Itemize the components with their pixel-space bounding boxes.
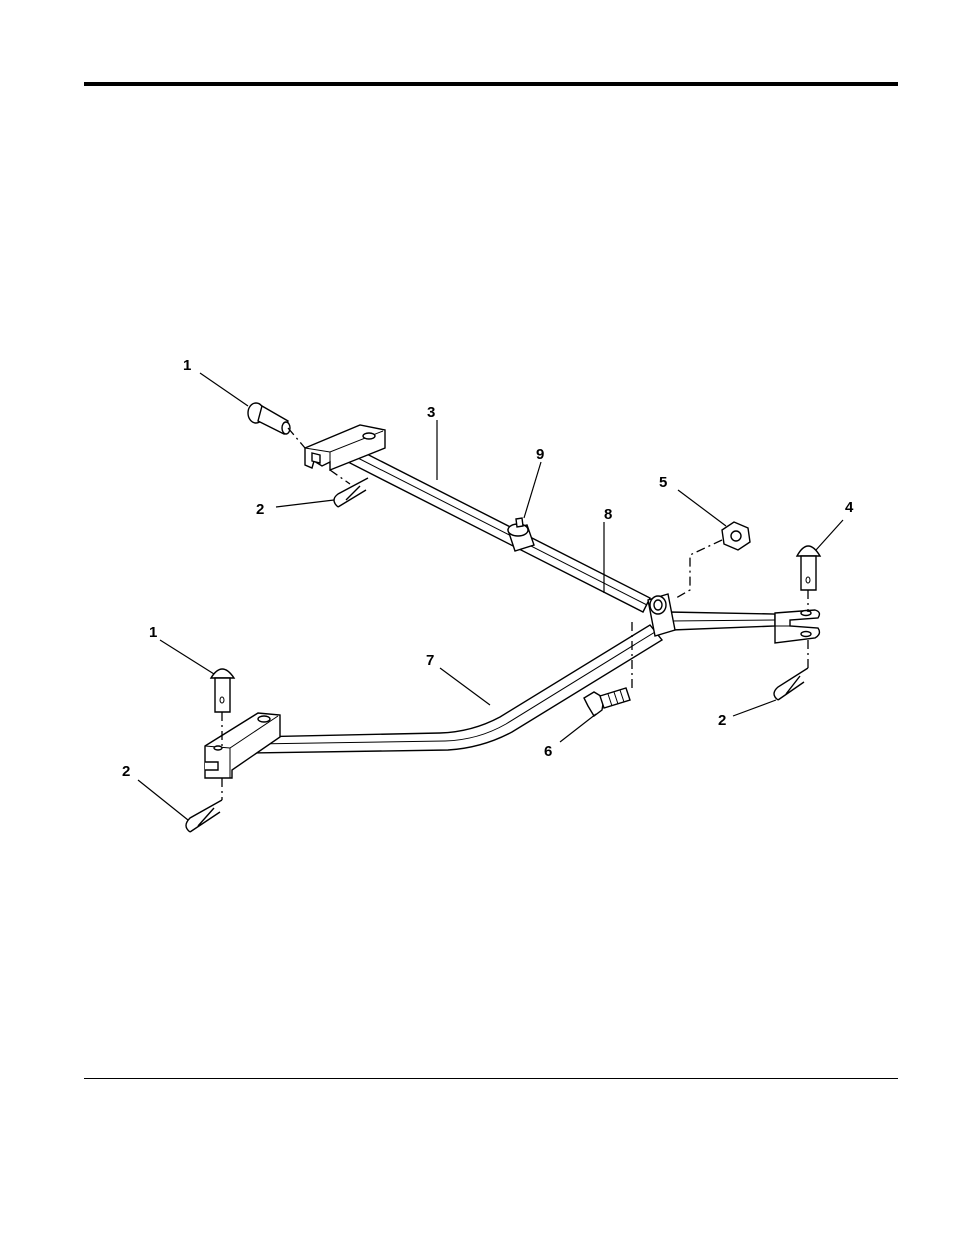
right-clevis [775, 610, 819, 643]
part-5-hex-nut [722, 522, 750, 550]
part-2-cotter-pin-right [774, 668, 808, 700]
callout-3: 3 [427, 404, 435, 421]
callout-1-upper: 1 [183, 357, 191, 374]
callout-7: 7 [426, 652, 434, 669]
callout-4: 4 [845, 499, 854, 516]
callout-8: 8 [604, 506, 612, 523]
part-7-main-bar [250, 612, 775, 753]
callout-2-upper: 2 [256, 501, 264, 518]
callout-2-right: 2 [718, 712, 726, 729]
callout-5: 5 [659, 474, 667, 491]
part-6-hex-bolt [584, 688, 630, 716]
callout-1-lower: 1 [149, 624, 157, 641]
part-4-pin [797, 546, 820, 590]
part-1-upper-pin [248, 403, 290, 434]
callout-9: 9 [536, 446, 544, 463]
part-1-lower-pin [211, 669, 234, 712]
callout-6: 6 [544, 743, 552, 760]
callout-2-lower: 2 [122, 763, 130, 780]
left-clevis-bracket [205, 713, 280, 778]
part-2-cotter-pin-lower-left [186, 800, 222, 832]
upper-rod-3-8 [348, 448, 650, 612]
part-2-cotter-pin-upper [334, 478, 368, 507]
